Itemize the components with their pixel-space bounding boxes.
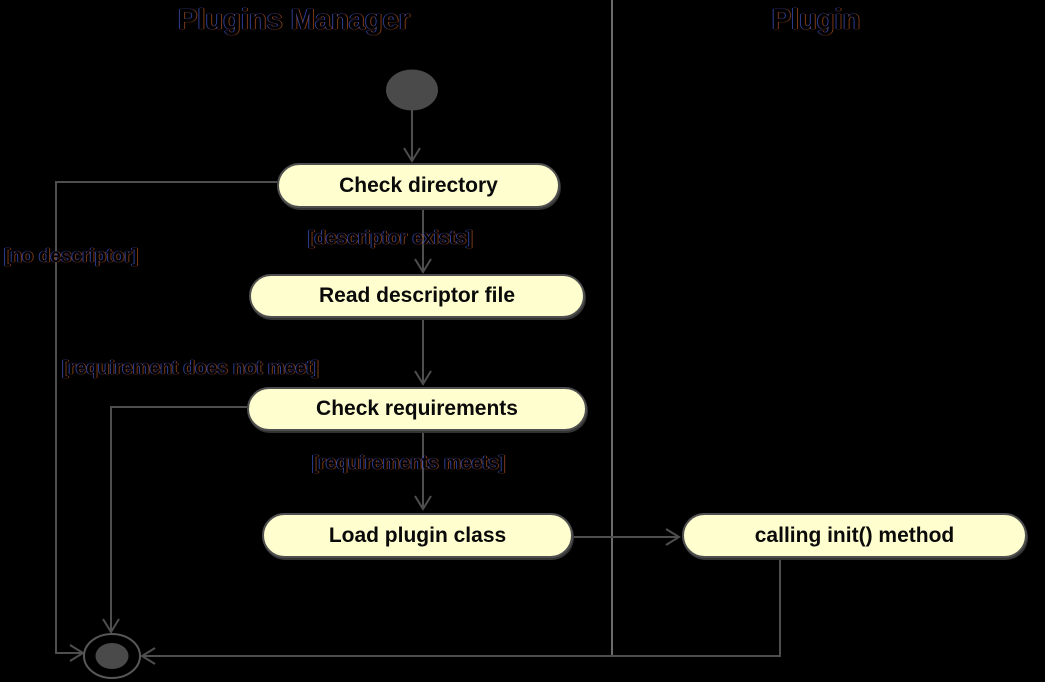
activity-read-descriptor-file: Read descriptor file bbox=[249, 274, 585, 318]
initial-node bbox=[386, 69, 438, 111]
edge-calling-init-to-final-node bbox=[140, 559, 781, 665]
guard-no-descriptor: [no descriptor] bbox=[4, 246, 139, 267]
arrowhead-down-icon bbox=[102, 618, 120, 634]
edge-check-requirements-to-final-node bbox=[102, 406, 247, 634]
guard-requirements-meets: [requirements meets] bbox=[312, 453, 506, 474]
lane-title-plugin: Plugin bbox=[771, 4, 861, 36]
arrowhead-right-icon bbox=[665, 528, 681, 546]
edge-check-directory-to-final-node bbox=[55, 181, 277, 662]
activity-check-directory: Check directory bbox=[277, 163, 560, 208]
arrowhead-left-icon bbox=[140, 647, 156, 665]
arrowhead-down-icon bbox=[414, 258, 432, 274]
guard-requirement-does-not-meet: [requirement does not meet] bbox=[62, 358, 319, 379]
final-node bbox=[83, 633, 141, 679]
arrowhead-down-icon bbox=[414, 495, 432, 511]
arrowhead-down-icon bbox=[414, 370, 432, 386]
guard-descriptor-exists: [descriptor exists] bbox=[308, 228, 473, 249]
edge-load-plugin-class-to-calling-init bbox=[573, 528, 681, 546]
arrowhead-down-icon bbox=[403, 147, 421, 163]
lane-title-plugins-manager: Plugins Manager bbox=[178, 4, 411, 36]
edge-check-directory-to-read-descriptor bbox=[414, 208, 432, 274]
edge-check-requirements-to-load-plugin-class bbox=[414, 431, 432, 511]
activity-check-requirements: Check requirements bbox=[247, 387, 587, 431]
activity-load-plugin-class: Load plugin class bbox=[262, 513, 573, 558]
activity-calling-init-method: calling init() method bbox=[682, 513, 1027, 558]
edge-read-descriptor-to-check-requirements bbox=[414, 318, 432, 386]
edge-start-to-check-directory bbox=[403, 110, 421, 163]
arrowhead-right-icon bbox=[69, 644, 85, 662]
